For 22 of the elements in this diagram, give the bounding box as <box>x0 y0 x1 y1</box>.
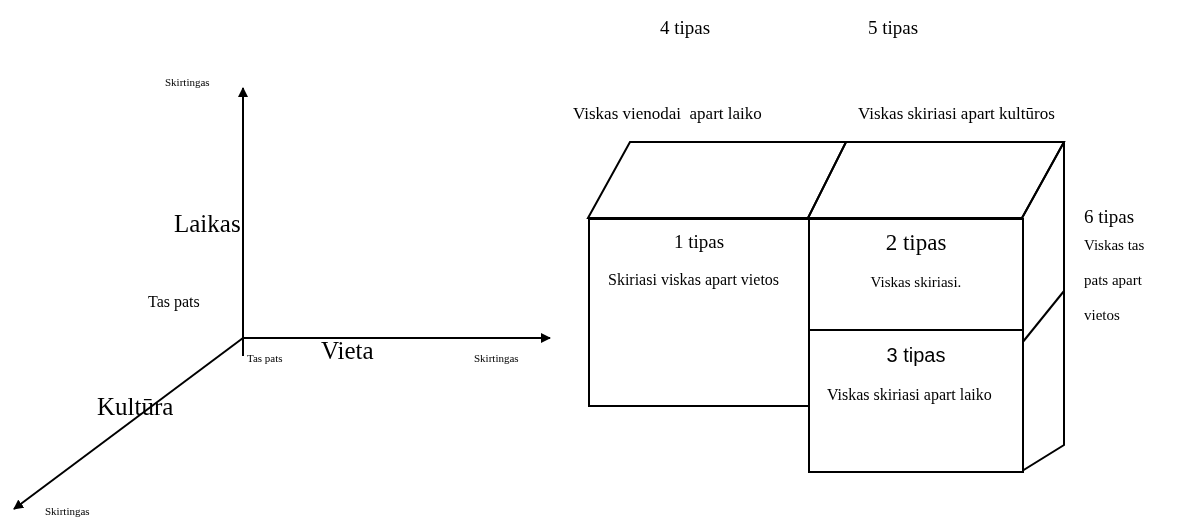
axis-label: Viskas skiriasi apart kultūros <box>858 103 1055 125</box>
axis-label: Skirtingas <box>474 351 519 366</box>
type-description: Viskas skiriasi apart laiko <box>826 385 993 406</box>
cube-face-box <box>808 218 1024 331</box>
axis-label: 6 tipas <box>1084 205 1135 229</box>
type-description: Viskas skiriasi. <box>869 272 963 292</box>
type-description: Skiriasi viskas apart vietos <box>607 269 781 291</box>
axis-label: Viskas tas pats apart vietos <box>1084 236 1146 325</box>
type-heading: 1 tipas <box>672 230 726 254</box>
axis-label: Viskas vienodai apart laiko <box>573 103 762 125</box>
axis-label: Tas pats <box>148 292 200 313</box>
axis-label: Laikas <box>174 209 241 239</box>
type-heading: 3 tipas <box>885 343 947 368</box>
cube-face-box <box>588 218 810 407</box>
axis-label: Tas pats <box>247 351 283 366</box>
type-heading: 2 tipas <box>884 229 948 257</box>
axis-label: Skirtingas <box>45 504 90 519</box>
axis-label: Skirtingas <box>165 75 210 90</box>
axis-label: 4 tipas <box>660 16 711 40</box>
axis-label: 5 tipas <box>868 16 919 40</box>
cube-face-box <box>808 329 1024 473</box>
axis-label: Vieta <box>321 336 374 366</box>
